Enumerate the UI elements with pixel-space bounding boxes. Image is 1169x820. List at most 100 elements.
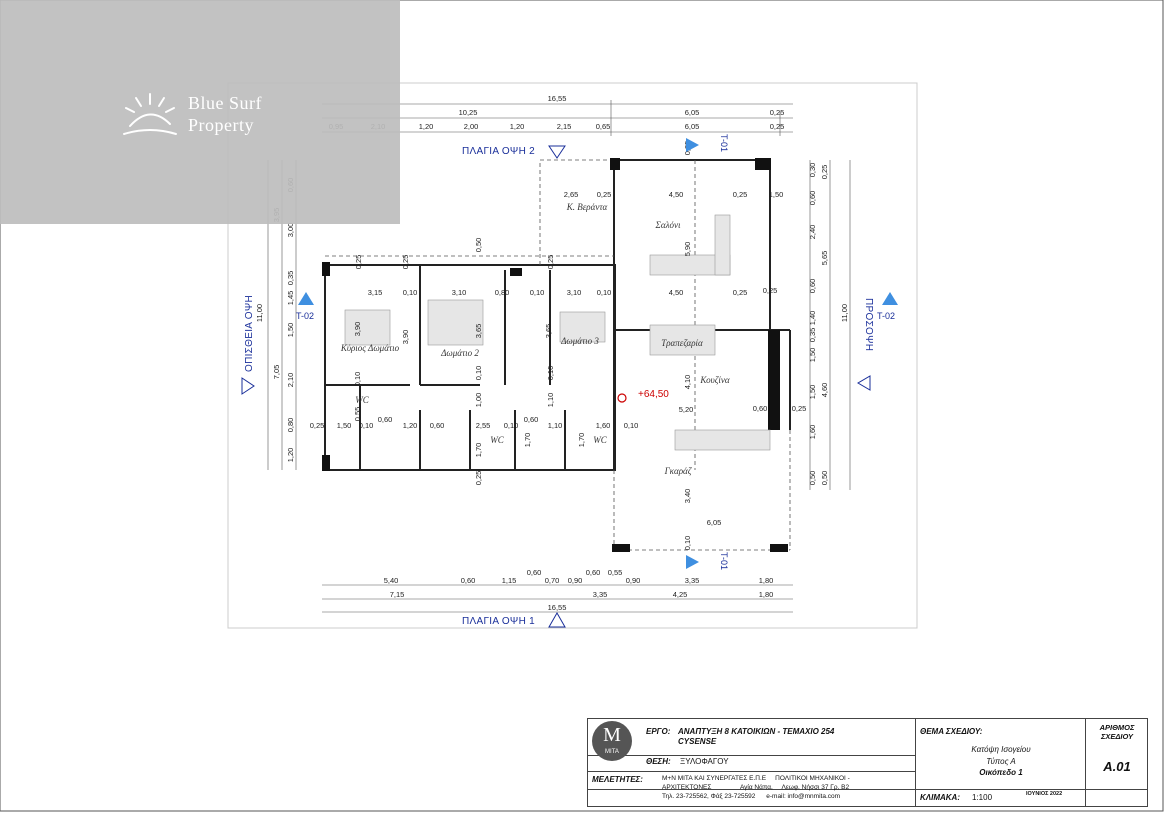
dim-inner: 0,25 [474, 471, 483, 486]
dim-top-row: 2,00 [464, 122, 479, 131]
elevation-side1-arrow-icon [548, 611, 566, 628]
dim-inner: 0,10 [624, 421, 639, 430]
right-dimensions [809, 160, 851, 490]
dim-inner: 2,65 [564, 190, 579, 199]
drawing-frame [227, 82, 918, 629]
dim-bottom-mid: 0,55 [608, 568, 623, 577]
dim-inner: 0,10 [474, 366, 483, 381]
dim-inner: 0,80 [495, 288, 510, 297]
section-t02-right: T-02 [877, 311, 895, 321]
dim-inner: 0,10 [353, 372, 362, 387]
scale-label: ΚΛΙΜΑΚΑ: [920, 793, 960, 802]
dim-inner: 0,60 [524, 415, 539, 424]
room-3: Δωμάτιο 3 [560, 336, 599, 346]
surf-logo-icon [123, 93, 177, 135]
drawing-number-label: ΑΡΙΘΜΟΣ ΣΧΕΔΙΟΥ [1099, 723, 1135, 741]
section-t02-left: T-02 [296, 311, 314, 321]
dim-inner: 1,60 [596, 421, 611, 430]
dim-bottom-row: 1,15 [502, 576, 517, 585]
dim-inner: 3,90 [401, 330, 410, 345]
designers-line-1: Μ+Ν ΜΙΤΑ ΚΑΙ ΣΥΝΕΡΓΑΤΕΣ Ε.Π.Ε ΠΟΛΙΤΙΚΟΙ … [662, 775, 850, 782]
dim-left-b: 3,00 [286, 223, 295, 238]
elevation-front: ΠΡΟΣΟΨΗ [863, 298, 874, 351]
dim-inner: 3,15 [368, 288, 383, 297]
dim-bottom-row: 1,80 [759, 576, 774, 585]
dim-inner: 1,50 [769, 190, 784, 199]
dim-bottom-row2: 4,25 [673, 590, 688, 599]
top-dimensions [322, 100, 793, 136]
brand-name-line1: Blue Surf [188, 93, 262, 113]
furniture [344, 214, 771, 451]
dim-inner: 3,10 [567, 288, 582, 297]
subject-label: ΘΕΜΑ ΣΧΕΔΙΟΥ: [920, 727, 983, 736]
elevation-side2-arrow-icon [548, 145, 566, 159]
dim-bottom-total: 16,55 [548, 603, 567, 612]
dim-bottom-row2: 1,80 [759, 590, 774, 599]
dim-bottom-row: 0,60 [461, 576, 476, 585]
dim-right-a: 4,60 [820, 383, 829, 398]
room-garage: Γκαράζ [664, 466, 693, 476]
dim-inner: 1,10 [548, 421, 563, 430]
room-wc-2: WC [490, 435, 504, 445]
room-kitchen: Κουζίνα [699, 375, 730, 385]
dim-inner: 0,50 [474, 238, 483, 253]
elevation-rear: ΟΠΙΣΘΕΙΑ ΟΨΗ [244, 295, 255, 372]
subject-line-2: Τύπος Α [986, 757, 1016, 766]
dim-top-b: 6,05 [685, 108, 700, 117]
dim-top-c: 0,25 [770, 108, 785, 117]
dim-bottom-row: 0,90 [568, 576, 583, 585]
dim-inner: 2,55 [476, 421, 491, 430]
project-label: ΕΡΓΟ: [646, 727, 671, 736]
dim-left-b: 1,45 [286, 291, 295, 306]
dim-inner: 0,25 [733, 190, 748, 199]
dim-inner: 5,20 [679, 405, 694, 414]
dim-inner: 0,10 [546, 366, 555, 381]
dim-left-a: 7,05 [272, 365, 281, 380]
dim-right-b: 1,50 [808, 385, 817, 400]
dashed-outlines [325, 159, 791, 551]
dim-right-b: 0,50 [808, 471, 817, 486]
mita-logo: M MITA [592, 721, 632, 761]
designers-line-2: ΑΡΧΙΤΕΚΤΟΝΕΣ Αγία Νάπα, Λεωφ. Νήσσι 37 Γ… [662, 784, 850, 791]
dim-inner: 4,50 [669, 190, 684, 199]
room-living: Σαλόνι [655, 220, 681, 230]
dim-inner: 0,60 [378, 415, 393, 424]
designers-line-3: Τηλ. 23-725562, Φάξ 23-725592 e-mail: in… [662, 793, 841, 800]
dim-right-b: 0,60 [808, 279, 817, 294]
walls [324, 159, 791, 471]
room-wc-3: WC [593, 435, 607, 445]
bottom-dimensions [322, 584, 793, 613]
elevation-front-arrow-icon [857, 375, 871, 391]
dim-inner: 0,10 [359, 421, 374, 430]
dim-inner: 0,60 [753, 404, 768, 413]
dim-inner: 3,40 [683, 489, 692, 504]
section-t01-top: T-01 [719, 134, 729, 152]
level-value: +64,50 [638, 389, 669, 400]
dim-inner: 1,70 [577, 433, 586, 448]
section-t01-bottom: T-01 [719, 552, 729, 570]
section-t02-left-icon [298, 292, 314, 305]
date-value: ΙΟΥΝΙΟΣ 2022 [1026, 791, 1063, 797]
brand-overlay: Blue Surf Property [0, 0, 400, 224]
dim-inner: 0,25 [597, 190, 612, 199]
dim-inner: 0,60 [430, 421, 445, 430]
dim-left-b: 0,35 [286, 271, 295, 286]
dim-right-b: 1,50 [808, 348, 817, 363]
dim-top-a: 10,25 [459, 108, 478, 117]
dim-inner: 1,70 [474, 443, 483, 458]
dim-bottom-row: 3,35 [685, 576, 700, 585]
dim-inner: 1,70 [523, 433, 532, 448]
mita-logo-sub: MITA [605, 749, 619, 755]
drawing-number: Α.01 [1103, 759, 1131, 774]
subject-line-1: Κατόψη Ισογείου [971, 745, 1031, 754]
dim-left-b: 0,80 [286, 418, 295, 433]
dim-top-row: 6,05 [685, 122, 700, 131]
dim-right-a: 5,65 [820, 251, 829, 266]
dim-inner: 1,00 [474, 393, 483, 408]
dim-right-a: 0,25 [820, 165, 829, 180]
dim-inner: 5,90 [683, 242, 692, 257]
dim-bottom-row: 0,90 [626, 576, 641, 585]
